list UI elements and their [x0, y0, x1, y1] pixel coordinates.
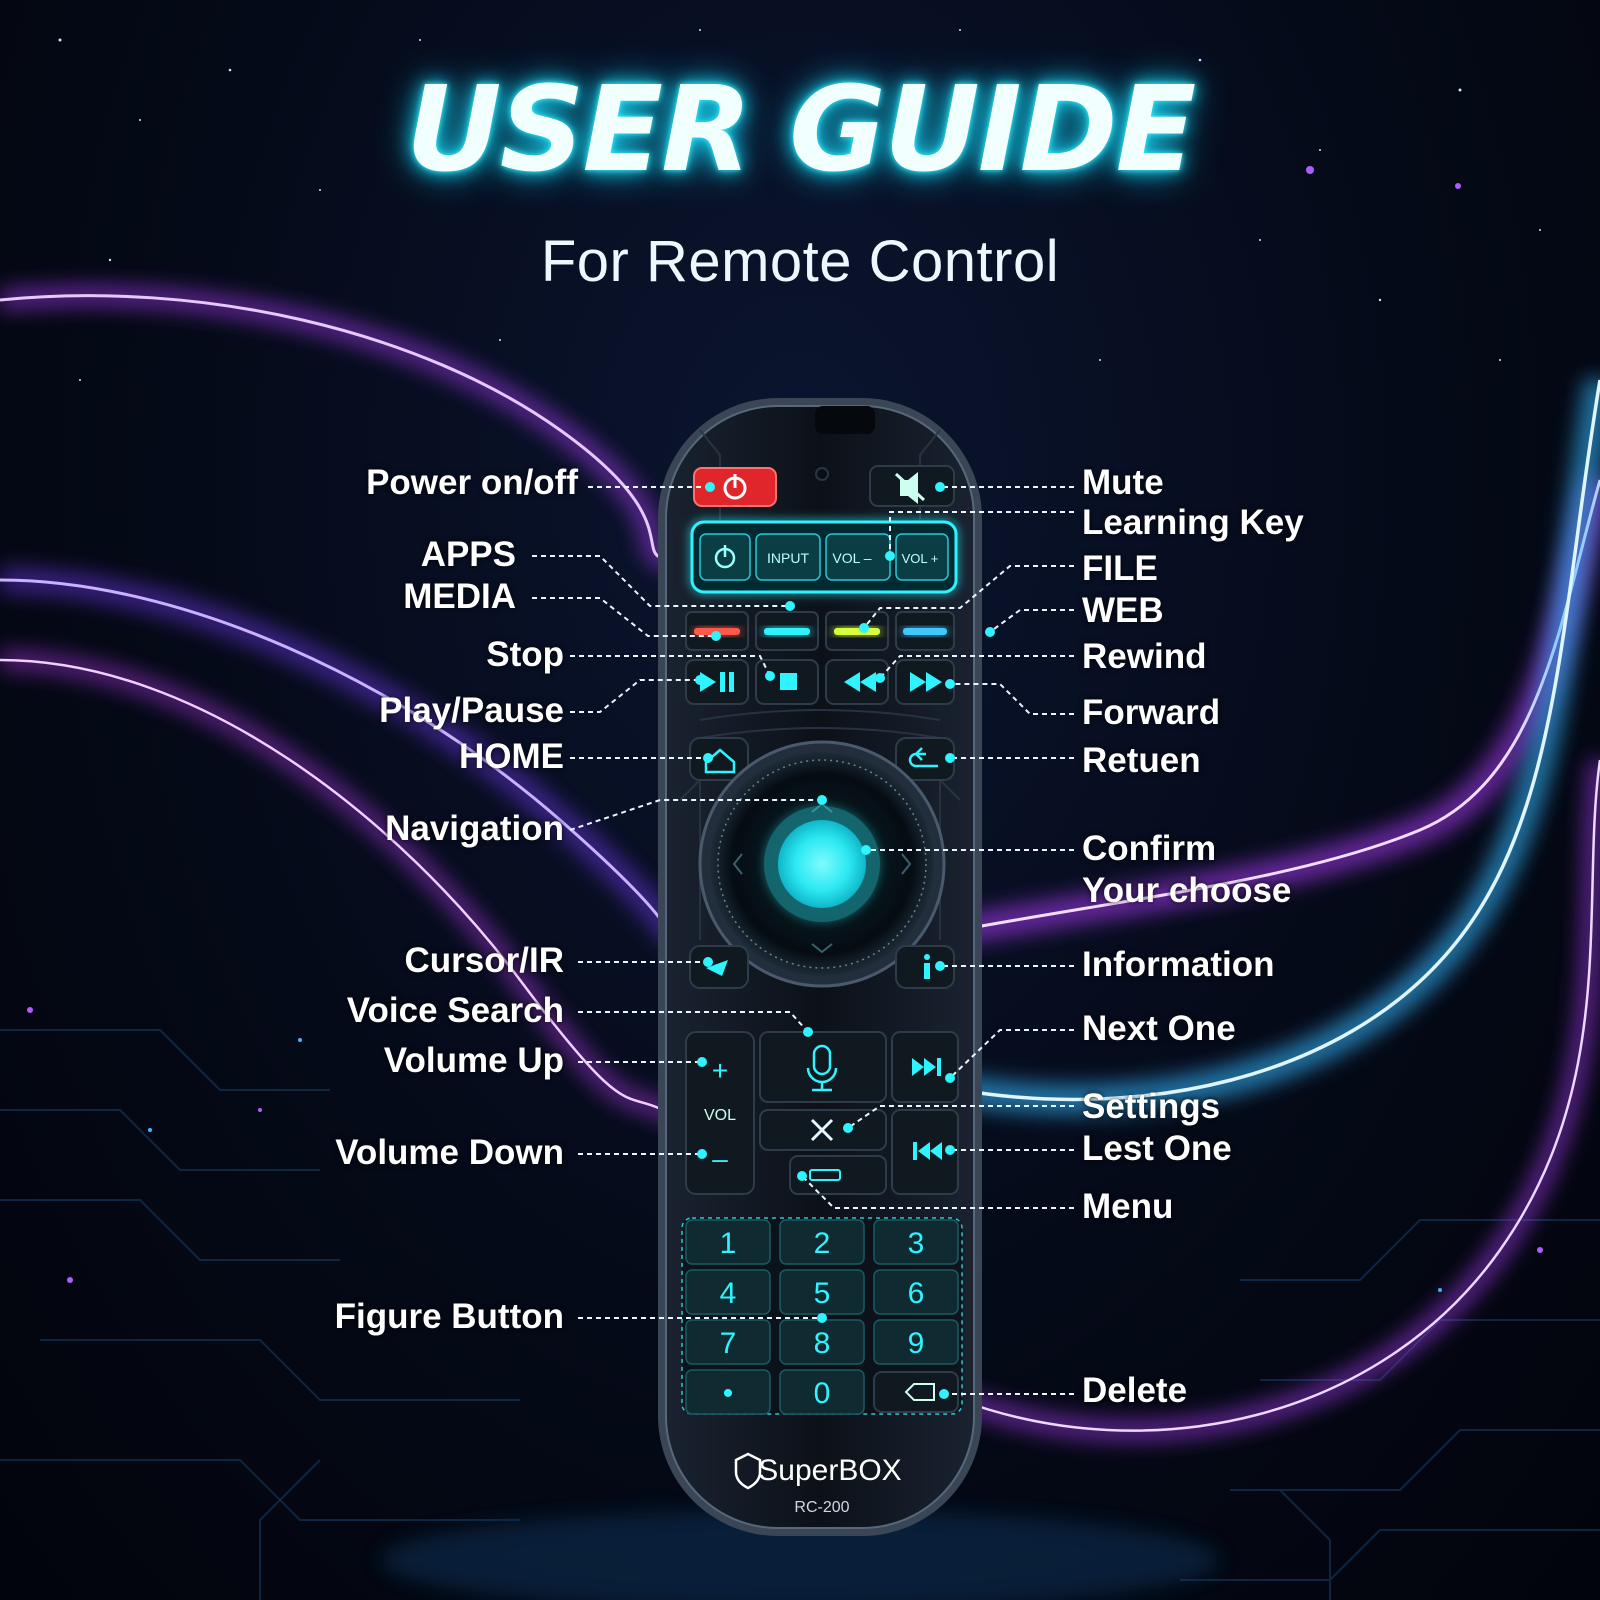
label-rewind: Rewind [1082, 637, 1207, 676]
label-volume-down: Volume Down [335, 1133, 564, 1172]
page-title: USER GUIDE [405, 60, 1196, 198]
label-mute: Mute [1082, 463, 1164, 502]
label-figure-button: Figure Button [334, 1297, 564, 1336]
label-apps: APPS [420, 535, 516, 574]
label-learning-key: Learning Key [1082, 503, 1304, 542]
label-settings: Settings [1082, 1087, 1221, 1126]
label-return: Retuen [1082, 741, 1201, 780]
label-cursor-ir: Cursor/IR [404, 941, 564, 980]
label-power: Power on/off [366, 463, 578, 502]
label-forward: Forward [1082, 693, 1221, 732]
label-next-one: Next One [1082, 1009, 1236, 1048]
label-web: WEB [1082, 591, 1164, 630]
neon-waves [0, 284, 1600, 1442]
label-last-one: Lest One [1082, 1129, 1232, 1168]
stars [58, 29, 1541, 381]
page-subtitle: For Remote Control [540, 229, 1060, 294]
label-menu: Menu [1082, 1187, 1174, 1226]
label-volume-up: Volume Up [383, 1041, 564, 1080]
label-delete: Delete [1082, 1371, 1188, 1410]
label-media: MEDIA [403, 577, 516, 616]
label-confirm: Confirm Your choose [1082, 829, 1292, 910]
label-play-pause: Play/Pause [379, 691, 564, 730]
label-file: FILE [1082, 549, 1158, 588]
label-home: HOME [459, 737, 564, 776]
label-navigation: Navigation [385, 809, 564, 848]
label-information: Information [1082, 945, 1275, 984]
label-stop: Stop [486, 635, 564, 674]
label-voice-search: Voice Search [346, 991, 564, 1030]
